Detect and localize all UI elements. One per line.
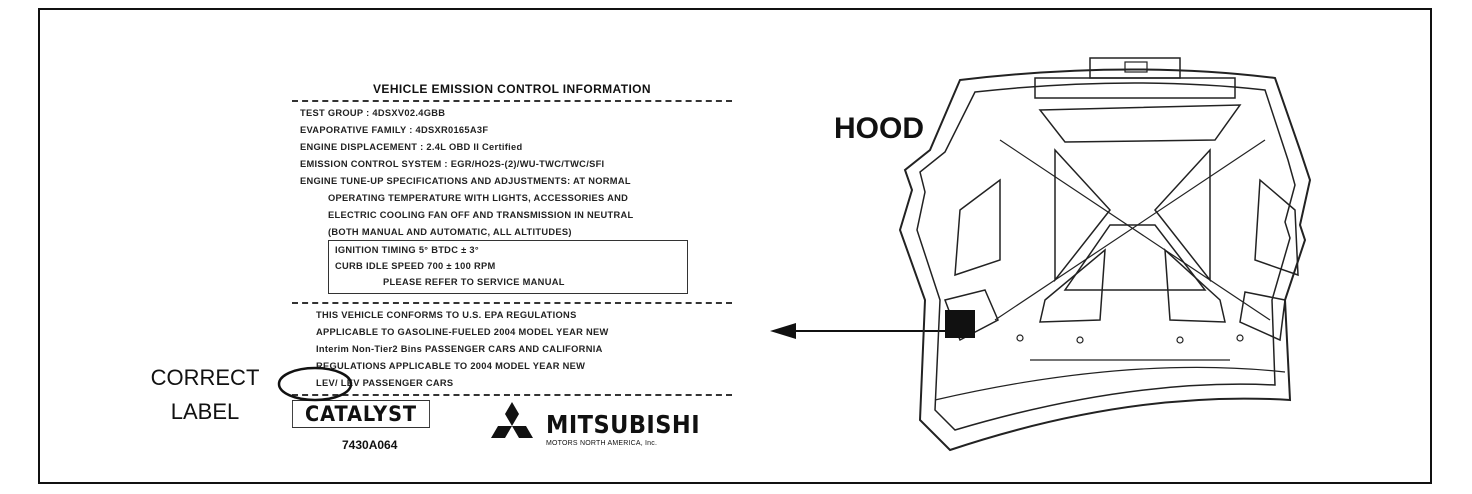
label-line: (BOTH MANUAL AND AUTOMATIC, ALL ALTITUDE…	[328, 227, 572, 237]
label-location-marker	[945, 310, 975, 338]
label-line: EMISSION CONTROL SYSTEM : EGR/HO2S-(2)/W…	[300, 159, 605, 169]
label-divider-mid	[292, 302, 732, 304]
correct-label-callout-line2: LABEL	[170, 399, 240, 424]
label-line: TEST GROUP : 4DSXV02.4GBB	[300, 108, 446, 118]
label-line: ENGINE TUNE-UP SPECIFICATIONS AND ADJUST…	[300, 176, 631, 186]
conform-line: THIS VEHICLE CONFORMS TO U.S. EPA REGULA…	[316, 310, 577, 320]
tuneup-box: IGNITION TIMING 5° BTDC ± 3° CURB IDLE S…	[328, 240, 688, 294]
label-line: ENGINE DISPLACEMENT : 2.4L OBD II Certif…	[300, 142, 523, 152]
conform-line: Interim Non-Tier2 Bins PASSENGER CARS AN…	[316, 344, 603, 354]
box-line: PLEASE REFER TO SERVICE MANUAL	[383, 277, 565, 287]
emission-label: VEHICLE EMISSION CONTROL INFORMATION TES…	[292, 72, 732, 462]
label-line: ELECTRIC COOLING FAN OFF AND TRANSMISSIO…	[328, 210, 634, 220]
label-divider-bottom	[292, 394, 732, 396]
label-divider-top	[292, 100, 732, 102]
catalyst-mark: CATALYST	[292, 400, 430, 428]
conform-line: REGULATIONS APPLICABLE TO 2004 MODEL YEA…	[316, 361, 586, 371]
box-line: IGNITION TIMING 5° BTDC ± 3°	[335, 245, 479, 255]
correct-label-callout-line1: CORRECT	[150, 365, 260, 390]
mitsubishi-logo-icon	[491, 402, 533, 438]
part-number: 7430A064	[342, 438, 398, 452]
hood-drawing	[898, 57, 1312, 452]
brand-name: MITSUBISHI	[546, 410, 701, 439]
conform-line: APPLICABLE TO GASOLINE-FUELED 2004 MODEL…	[316, 327, 609, 337]
box-line: CURB IDLE SPEED 700 ± 100 RPM	[335, 261, 496, 271]
label-line: EVAPORATIVE FAMILY : 4DSXR0165A3F	[300, 125, 489, 135]
label-title: VEHICLE EMISSION CONTROL INFORMATION	[373, 82, 651, 96]
label-line: OPERATING TEMPERATURE WITH LIGHTS, ACCES…	[328, 193, 629, 203]
brand-subtitle: MOTORS NORTH AMERICA, Inc.	[546, 440, 658, 447]
correct-label-ellipse	[277, 366, 353, 402]
figure-frame	[38, 8, 1432, 484]
pointer-arrow	[770, 323, 945, 339]
conform-line: LEV/ LEV PASSENGER CARS	[316, 378, 454, 388]
hood-callout: HOOD	[834, 112, 924, 145]
